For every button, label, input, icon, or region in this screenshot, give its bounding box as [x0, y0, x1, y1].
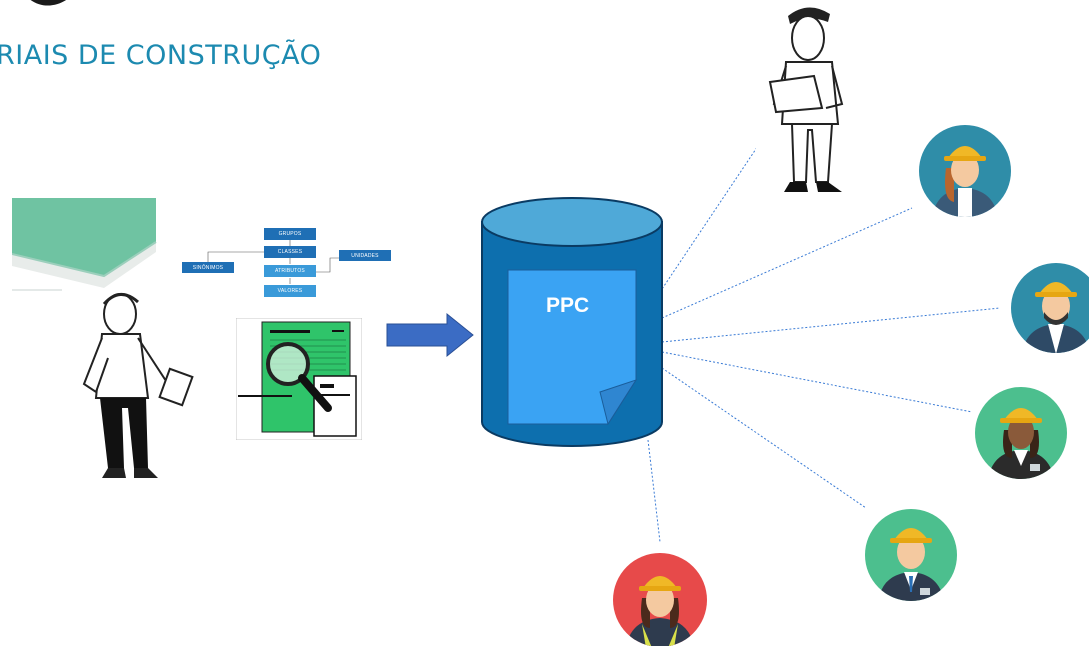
construction-worker-icon: [919, 125, 1011, 217]
taxonomy-node-groups: GRUPOS: [264, 228, 316, 240]
analyst-sketch-icon: [756, 4, 864, 200]
flow-arrow-icon: [386, 312, 474, 358]
document-inspection-icon: [236, 318, 362, 440]
ppc-database-icon: [481, 197, 663, 447]
ppc-label: PPC: [546, 294, 590, 317]
drywall-board-image: [12, 196, 158, 292]
inspector-sketch-icon: [68, 288, 208, 488]
taxonomy-node-units: UNIDADES: [339, 250, 391, 261]
taxonomy-node-attributes: ATRIBUTOS: [264, 265, 316, 277]
taxonomy-node-values: VALORES: [264, 285, 316, 297]
taxonomy-connectors: [207, 240, 340, 284]
logo-swoosh-icon: [30, 0, 66, 6]
construction-worker-icon: [613, 553, 707, 646]
logo-text: RIAIS DE CONSTRUÇÃO: [0, 40, 322, 71]
taxonomy-node-synonyms: SINÔNIMOS: [182, 262, 234, 273]
construction-worker-icon: [975, 387, 1067, 479]
taxonomy-node-classes: CLASSES: [264, 246, 316, 258]
construction-worker-icon: [865, 509, 957, 601]
construction-worker-icon: [1011, 263, 1089, 353]
